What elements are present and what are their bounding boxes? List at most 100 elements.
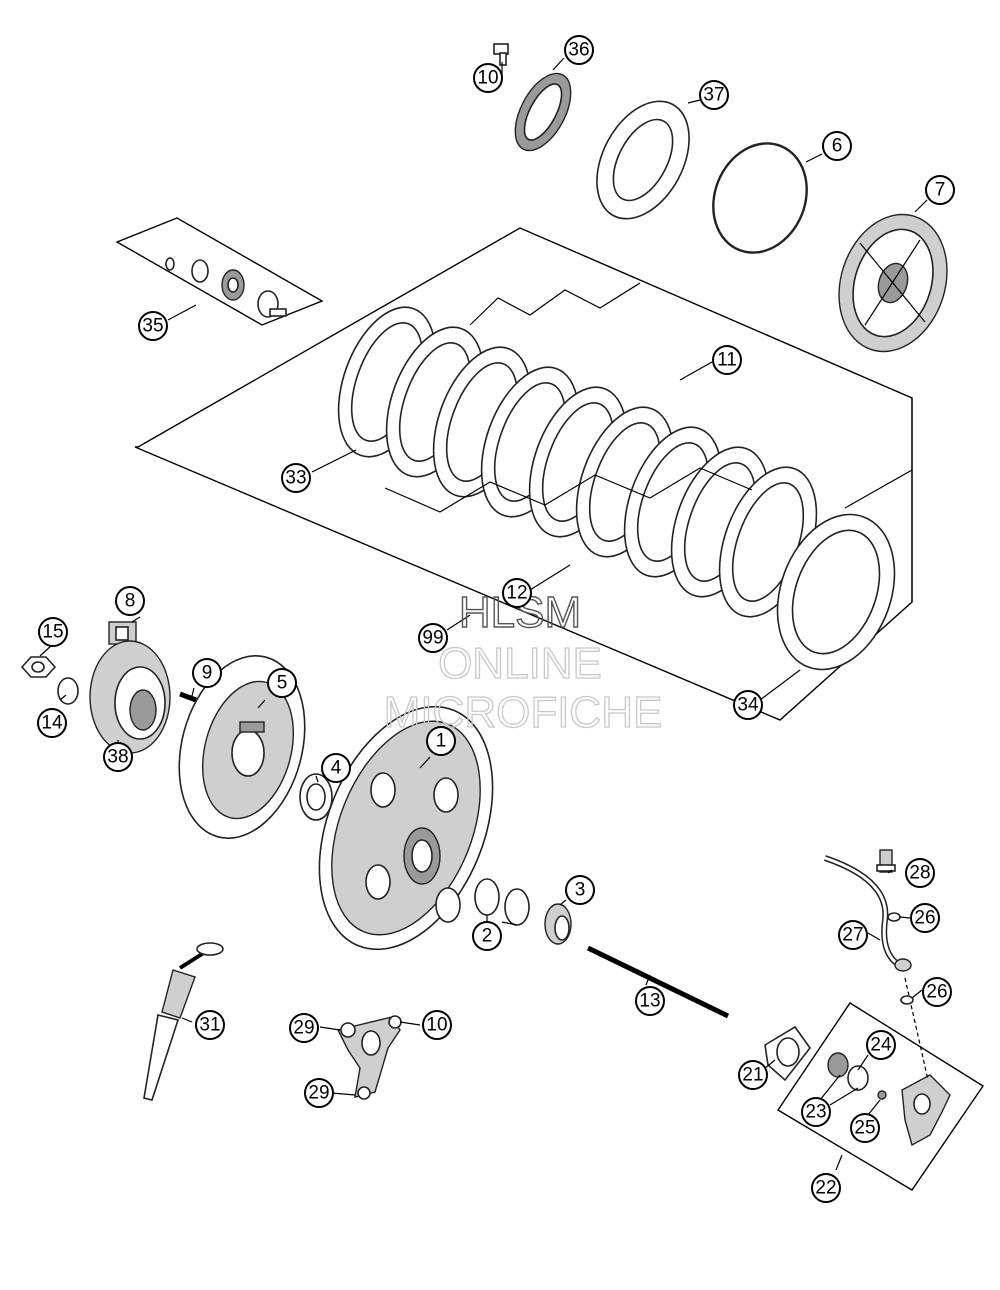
callout-26-upper[interactable]: 26 [910, 903, 940, 933]
callout-34[interactable]: 34 [733, 690, 763, 720]
kit-frame-35 [115, 217, 324, 326]
callout-label: 34 [737, 695, 759, 716]
callout-2[interactable]: 2 [472, 921, 502, 951]
callout-3[interactable]: 3 [565, 875, 595, 905]
callout-5[interactable]: 5 [267, 668, 297, 698]
callout-label: 10 [426, 1015, 447, 1036]
callout-35[interactable]: 35 [138, 311, 168, 341]
callout-label: 3 [575, 880, 586, 901]
hub-part-38 [89, 640, 171, 754]
clutch-pack-frame [134, 227, 913, 721]
lever-part-29 [336, 1015, 402, 1100]
callout-label: 13 [639, 991, 660, 1012]
callout-label: 7 [935, 180, 946, 201]
bearing-part-36 [514, 72, 572, 152]
o-ring-part-6 [712, 142, 808, 254]
callout-label: 31 [199, 1015, 220, 1036]
callout-label: 27 [842, 925, 863, 946]
callout-label: 6 [832, 136, 843, 157]
watermark-line3: MICROFICHE [384, 688, 663, 737]
callout-label: 26 [926, 982, 947, 1003]
callout-13[interactable]: 13 [635, 986, 665, 1016]
push-rod-part-13 [586, 945, 730, 1019]
callout-label: 1 [436, 731, 447, 752]
callout-label: 36 [568, 40, 589, 61]
callout-label: 21 [742, 1065, 763, 1086]
callout-22[interactable]: 22 [811, 1173, 841, 1203]
kit-frame-22 [777, 1002, 984, 1191]
bushings-part-2 [474, 878, 530, 926]
callout-37[interactable]: 37 [699, 80, 729, 110]
screw-part-10 [493, 43, 509, 66]
callout-1[interactable]: 1 [426, 726, 456, 756]
callout-label: 33 [285, 468, 306, 489]
callout-label: 11 [717, 350, 737, 371]
callout-11[interactable]: 11 [712, 345, 742, 375]
callout-label: 15 [42, 622, 63, 643]
part-25 [877, 1090, 887, 1100]
callout-label: 14 [41, 713, 63, 734]
callout-33[interactable]: 33 [281, 463, 311, 493]
callout-label: 10 [477, 68, 498, 89]
washer-part-4 [299, 773, 333, 821]
washer-part-14 [57, 677, 79, 705]
callout-29-lower[interactable]: 29 [304, 1078, 334, 1108]
callout-label: 24 [870, 1035, 892, 1056]
callout-label: 37 [703, 85, 724, 106]
pressure-plate-part-7 [838, 213, 948, 353]
inner-hub-part-5 [178, 655, 306, 839]
callout-label: 2 [482, 926, 493, 947]
callout-label: 9 [202, 663, 213, 684]
callout-label: 35 [142, 316, 163, 337]
callout-label: 25 [854, 1118, 875, 1139]
callout-label: 99 [422, 628, 443, 649]
callout-29-upper[interactable]: 29 [289, 1013, 319, 1043]
callout-10-lower[interactable]: 10 [422, 1010, 452, 1040]
hose-part-27 [824, 855, 929, 1081]
callout-9[interactable]: 9 [192, 658, 222, 688]
callout-label: 22 [815, 1178, 836, 1199]
callout-10-top[interactable]: 10 [473, 63, 503, 93]
clutch-basket-part-1 [318, 705, 494, 951]
callout-label: 38 [107, 747, 128, 768]
callout-28[interactable]: 28 [905, 858, 935, 888]
washer-part-37 [596, 100, 690, 220]
callout-25[interactable]: 25 [850, 1113, 880, 1143]
callout-15[interactable]: 15 [38, 617, 68, 647]
bushing-part-3 [544, 903, 572, 945]
callout-label: 28 [909, 863, 930, 884]
callout-label: 23 [805, 1102, 826, 1123]
bracket-part-8 [108, 621, 137, 645]
callout-12[interactable]: 12 [502, 578, 532, 608]
washer-part-26 [887, 912, 914, 1005]
callout-99[interactable]: 99 [418, 623, 448, 653]
callout-27[interactable]: 27 [838, 920, 868, 950]
callout-label: 5 [277, 673, 288, 694]
callout-24[interactable]: 24 [866, 1030, 896, 1060]
callout-8[interactable]: 8 [115, 586, 145, 616]
callout-23[interactable]: 23 [801, 1097, 831, 1127]
slave-cylinder [901, 1074, 951, 1147]
callout-6[interactable]: 6 [822, 131, 852, 161]
callout-4[interactable]: 4 [321, 753, 351, 783]
gasket-part-21 [764, 1025, 811, 1082]
nut-part-15 [20, 656, 57, 678]
callout-31[interactable]: 31 [195, 1010, 225, 1040]
callout-21[interactable]: 21 [738, 1060, 768, 1090]
callout-36[interactable]: 36 [564, 35, 594, 65]
clutch-discs-stack [337, 282, 896, 671]
callout-label: 8 [125, 591, 136, 612]
callout-26-lower[interactable]: 26 [922, 977, 952, 1007]
callout-label: 12 [506, 583, 527, 604]
callout-14[interactable]: 14 [37, 708, 67, 738]
callout-38[interactable]: 38 [103, 742, 133, 772]
watermark-line2: ONLINE [438, 639, 602, 688]
piston-part-23 [827, 1052, 869, 1091]
fitting-part-28 [876, 849, 896, 873]
callout-label: 29 [293, 1018, 314, 1039]
tool-part-31 [143, 942, 224, 1101]
callout-7[interactable]: 7 [925, 175, 955, 205]
callout-label: 29 [308, 1083, 329, 1104]
